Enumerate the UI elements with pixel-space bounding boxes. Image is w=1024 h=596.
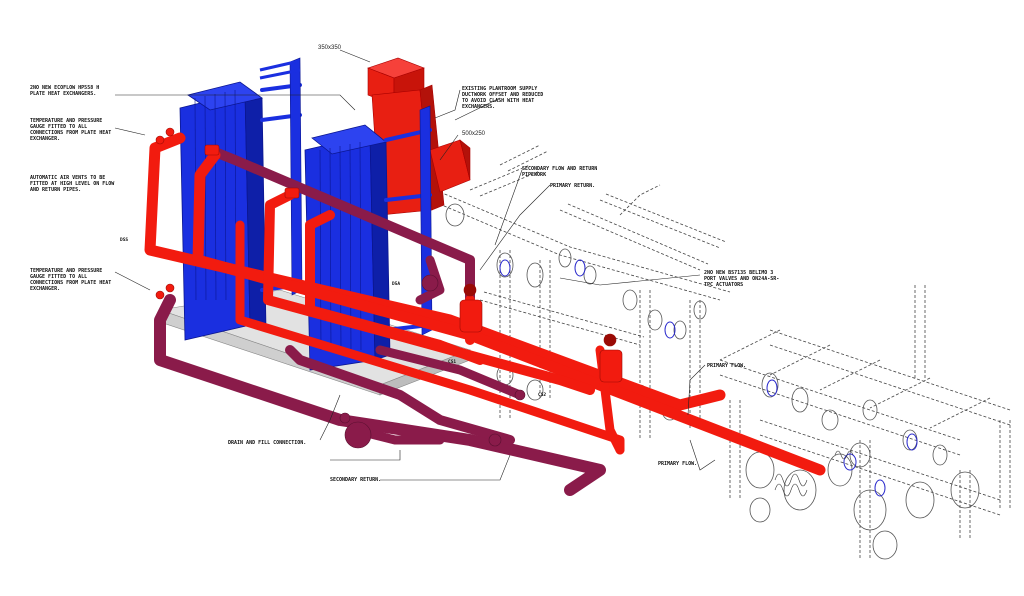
annotation-primary-flow-lower: PRIMARY FLOW. xyxy=(658,461,698,467)
annotation-secondary-flow-return: SECONDARY FLOW AND RETURN PIPEWORK xyxy=(522,166,598,178)
tag-dss: DSS xyxy=(120,238,129,243)
duct-side-dimension: 500x250 xyxy=(462,131,486,137)
secondary-valves xyxy=(339,274,526,449)
leader-lines xyxy=(114,49,716,481)
annotation-primary-flow-upper: PRIMARY FLOW. xyxy=(707,363,747,369)
annotation-drain-fill: DRAIN AND FILL CONNECTION. xyxy=(228,440,307,446)
tag-d5a: D5A xyxy=(392,282,401,287)
pump-motor-coils xyxy=(774,450,854,497)
annotation-existing-duct: EXISTING PLANTROOM SUPPLY DUCTWORK OFFSE… xyxy=(462,86,544,110)
annotation-phx-title: 2No NEW ECOFLOW HP558 H PLATE HEAT EXCHA… xyxy=(30,85,100,97)
tag-cs2: CS2 xyxy=(538,393,547,398)
tag-cs1: CS1 xyxy=(448,360,457,365)
annotation-gauge-bottom: TEMPERATURE AND PRESSURE GAUGE FITTED TO… xyxy=(30,268,112,292)
annotation-secondary-return: SECONDARY RETURN. xyxy=(330,477,382,483)
annotation-air-vents: AUTOMATIC AIR VENTS TO BE FITTED AT HIGH… xyxy=(30,175,115,193)
duct-top-dimension: 350x350 xyxy=(318,45,342,51)
blue-valve-actuators xyxy=(499,259,918,497)
annotation-gauge-top: TEMPERATURE AND PRESSURE GAUGE FITTED TO… xyxy=(30,118,112,142)
annotation-primary-return: PRIMARY RETURN. xyxy=(550,183,596,189)
wireframe-valves xyxy=(445,203,980,560)
primary-valves xyxy=(155,127,623,383)
annotation-valves-note: 2No NEW BS7135 BELIMO 3 PORT VALVES AND … xyxy=(704,270,780,288)
